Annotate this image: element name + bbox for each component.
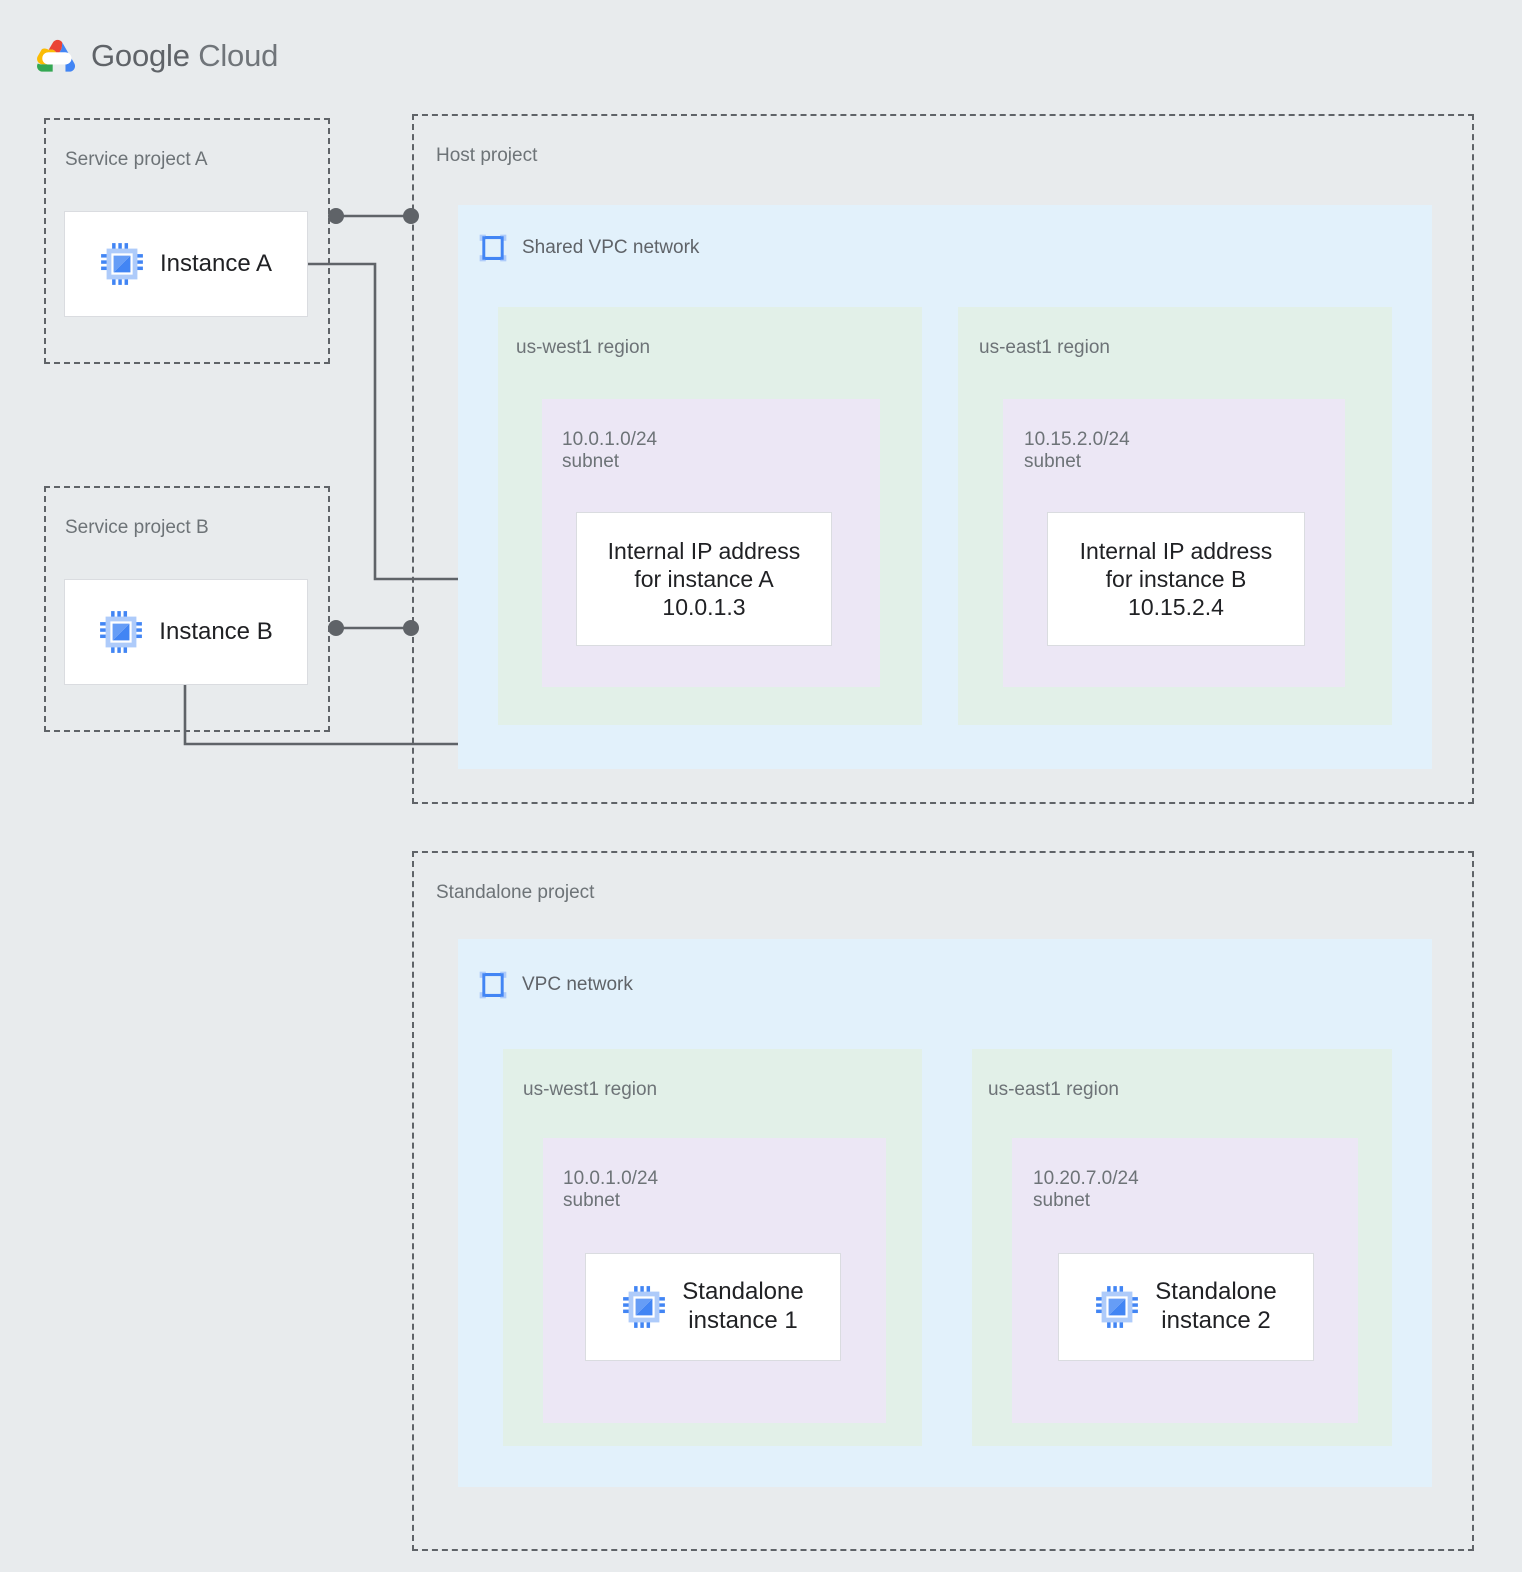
connector-dot (328, 208, 344, 224)
google-cloud-logo-icon (37, 39, 76, 72)
vpc-network-label: VPC network (522, 974, 633, 995)
cpu-chip-icon (1096, 1286, 1139, 1328)
service-project-b-container (44, 486, 330, 732)
vpc-network-icon (479, 971, 507, 999)
standalone-instance-2-label: Standalone instance 2 (1155, 1278, 1277, 1334)
standalone-subnet-10-0-1-0-label: 10.0.1.0/24 subnet (563, 1168, 659, 1211)
standalone-instance-2-card[interactable]: Standalone instance 2 (1058, 1253, 1314, 1361)
internal-ip-instance-a-card: Internal IP address for instance A 10.0.… (576, 512, 832, 646)
standalone-instance-1-card[interactable]: Standalone instance 1 (585, 1253, 841, 1361)
connector-dot (328, 620, 344, 636)
service-project-a-container (44, 118, 330, 364)
shared-vpc-network-label: Shared VPC network (522, 237, 700, 258)
shared-vpc-network-header: Shared VPC network (477, 232, 699, 264)
internal-ip-instance-b-card: Internal IP address for instance B 10.15… (1047, 512, 1305, 646)
standalone-subnet-10-20-7-0-label: 10.20.7.0/24 subnet (1033, 1168, 1139, 1211)
instance-a-label: Instance A (159, 249, 273, 277)
host-subnet-10-0-1-0-label: 10.0.1.0/24 subnet (562, 429, 658, 472)
internal-ip-instance-b-text: Internal IP address for instance B 10.15… (1079, 537, 1273, 621)
service-project-b-label: Service project B (65, 517, 209, 538)
cpu-chip-icon (100, 611, 143, 653)
brand-word-cloud: Cloud (198, 38, 279, 73)
cpu-chip-icon (623, 1286, 666, 1328)
cpu-chip-icon (101, 243, 143, 285)
instance-b-label: Instance B (159, 617, 273, 645)
internal-ip-instance-a-text: Internal IP address for instance A 10.0.… (607, 537, 801, 621)
brand-title: Google Cloud (91, 38, 278, 74)
standalone-instance-1-label: Standalone instance 1 (682, 1278, 804, 1334)
standalone-project-container (412, 851, 1474, 1551)
standalone-region-us-west1-label: us-west1 region (523, 1079, 658, 1100)
host-region-us-east1-label: us-east1 region (979, 337, 1110, 358)
google-cloud-brand: Google Cloud (33, 36, 278, 76)
instance-b-card[interactable]: Instance B (64, 579, 308, 685)
brand-word-google: Google (91, 38, 190, 73)
instance-a-card[interactable]: Instance A (64, 211, 308, 317)
service-project-a-label: Service project A (65, 149, 208, 170)
standalone-project-label: Standalone project (436, 882, 595, 903)
host-project-label: Host project (436, 145, 538, 166)
vpc-network-icon (479, 234, 507, 262)
host-region-us-west1-label: us-west1 region (516, 337, 651, 358)
vpc-network-header: VPC network (477, 969, 633, 1001)
standalone-region-us-east1-label: us-east1 region (988, 1079, 1119, 1100)
host-subnet-10-15-2-0-label: 10.15.2.0/24 subnet (1024, 429, 1130, 472)
host-project-container (412, 114, 1474, 804)
